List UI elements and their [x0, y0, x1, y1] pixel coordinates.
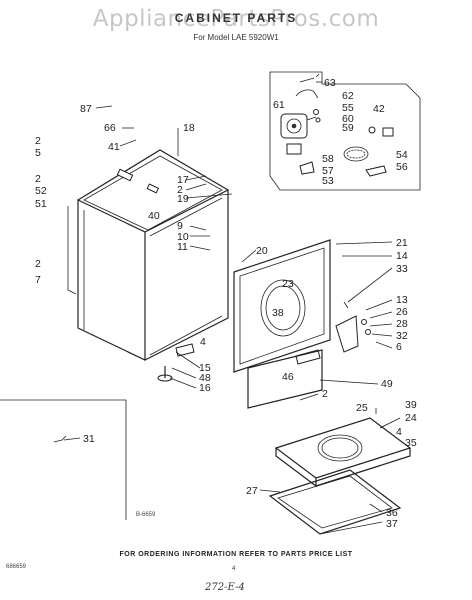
callout: 48 [199, 372, 211, 384]
front-panel [233, 239, 331, 373]
page-number: 4 [232, 566, 236, 572]
toe-panel [247, 349, 323, 409]
leader-lines [63, 81, 401, 535]
callout: 33 [396, 263, 408, 275]
callout: 59 [342, 122, 354, 134]
callout: 10 [177, 231, 189, 243]
door-hinge [335, 301, 371, 353]
callout: 21 [396, 237, 408, 249]
callout: 2 [35, 258, 41, 270]
callout: 60 [342, 113, 354, 125]
callout: 66 [104, 122, 116, 134]
callout: 51 [35, 198, 47, 210]
callout: 4 [200, 336, 206, 348]
callout: 17 [177, 174, 189, 186]
watermark: AppliancePartsPros.com [92, 6, 380, 32]
diagram-title: CABINET PARTS [174, 11, 298, 25]
callout: 28 [396, 318, 408, 330]
callout: 13 [396, 294, 408, 306]
callout: 2 [322, 388, 328, 400]
callout: 27 [246, 485, 258, 497]
callout: 56 [396, 161, 408, 173]
callout: 23 [282, 278, 294, 290]
callout: 25 [356, 402, 368, 414]
leveling-leg [157, 343, 195, 382]
callout: 2 [177, 184, 183, 196]
callout: 58 [322, 153, 334, 165]
callout: 55 [342, 102, 354, 114]
callout: 14 [396, 250, 408, 262]
callout: 6 [396, 341, 402, 353]
callout: 4 [396, 426, 402, 438]
cabinet [67, 149, 229, 361]
callout: 35 [405, 437, 417, 449]
callout: 11 [177, 241, 188, 253]
callout: 62 [342, 90, 354, 102]
top-lid [274, 417, 412, 488]
drive-belt [343, 146, 369, 162]
callout: 49 [381, 378, 393, 390]
callout: 7 [35, 274, 41, 286]
callout: 26 [396, 306, 408, 318]
callout: 19 [177, 193, 189, 205]
callout: 9 [177, 220, 183, 232]
drawing-number: B-6659 [136, 512, 156, 518]
callout: 53 [322, 175, 334, 187]
callout: 39 [405, 399, 417, 411]
callout: 2 [35, 173, 41, 185]
callout: 46 [282, 371, 294, 383]
callout-labels: 63 62 61 55 60 59 42 58 57 53 54 56 87 6… [35, 77, 417, 530]
callout: 63 [324, 77, 336, 89]
callout: 52 [35, 185, 47, 197]
callout: 57 [322, 165, 334, 177]
callout: 42 [373, 103, 385, 115]
page-code: 686659 [6, 564, 27, 570]
callout: 5 [35, 147, 41, 159]
callout: 24 [405, 412, 417, 424]
callout: 37 [386, 518, 398, 530]
callout: 20 [256, 245, 268, 257]
callout: 41 [108, 141, 120, 153]
callout: 38 [272, 307, 284, 319]
callout: 61 [273, 99, 285, 111]
callout: 40 [148, 210, 160, 222]
lid-door [268, 469, 402, 535]
handwritten-note: 272-E-4 [205, 582, 245, 593]
inset-small-parts [299, 73, 394, 177]
inset-line [0, 399, 127, 520]
callout: 87 [80, 103, 92, 115]
ordering-note: FOR ORDERING INFORMATION REFER TO PARTS … [119, 551, 353, 558]
callout: 16 [199, 382, 211, 394]
drive-motor [280, 89, 319, 155]
inset-frame [269, 71, 421, 191]
callout: 36 [386, 507, 398, 519]
callout: 18 [183, 122, 195, 134]
callout: 15 [199, 362, 211, 374]
callout: 2 [35, 135, 41, 147]
diagram-subtitle: For Model LAE 5920W1 [193, 33, 279, 42]
callout: 31 [83, 433, 95, 445]
hose-clip [53, 435, 67, 443]
callout: 54 [396, 149, 408, 161]
callout: 32 [396, 330, 408, 342]
